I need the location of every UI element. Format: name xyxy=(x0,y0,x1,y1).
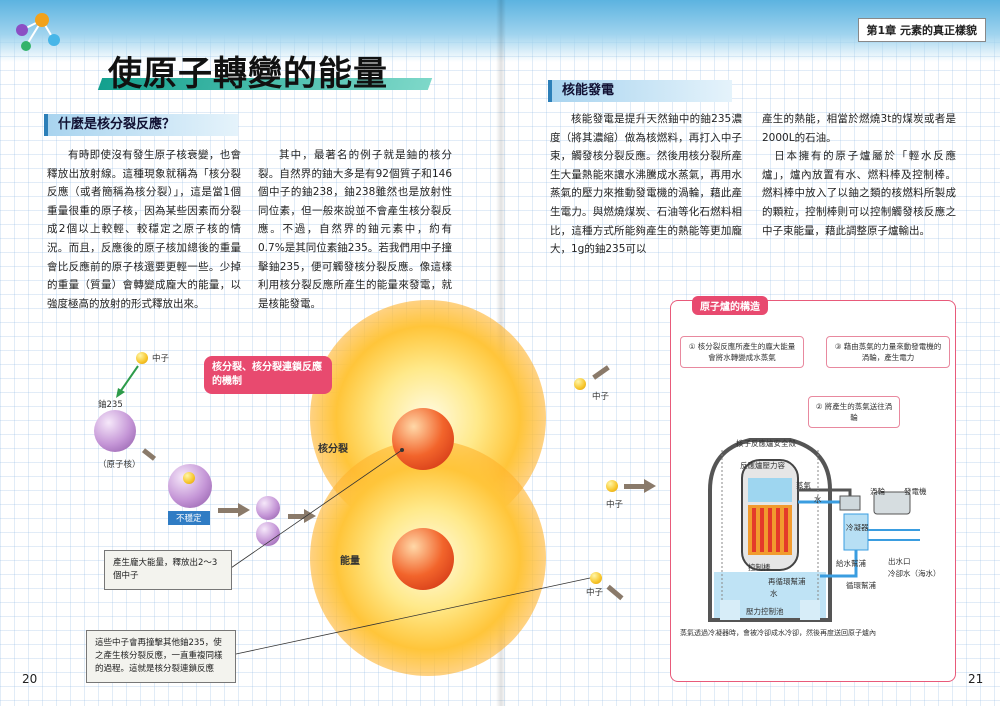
suppression-pool-label: 壓力控制池 xyxy=(746,607,784,616)
right-column-2: 產生的熱能，相當於燃燒3t的煤炭或者是2000L的石油。 日本擁有的原子爐屬於「… xyxy=(762,113,956,237)
emitted-neutron-2 xyxy=(606,480,618,492)
pool-water-label: 水 xyxy=(770,589,778,598)
step-arrow-3-shaft xyxy=(288,514,304,519)
section-heading-fission: 什麼是核分裂反應？ xyxy=(44,114,238,136)
containment-label: 核子反應爐安全殼 xyxy=(736,439,796,448)
unstable-nucleus xyxy=(168,464,212,508)
absorbed-neutron xyxy=(183,472,195,484)
control-rod-label: 控制棒 xyxy=(748,563,771,572)
page-number-right: 21 xyxy=(968,672,984,686)
emitted-neutron-3 xyxy=(590,572,602,584)
reactor-note-1: ① 核分裂反應所產生的龐大能量會將水轉變成水蒸氣 xyxy=(680,336,804,368)
emitted-arrow-2-shaft xyxy=(624,484,644,489)
circ-pump-label: 循環幫浦 xyxy=(846,581,876,590)
split-nucleus-a xyxy=(256,496,280,520)
neutron-label: 中子 xyxy=(152,354,170,364)
chapter-tag: 第1章 元素的真正樣貌 xyxy=(857,18,986,42)
nucleus-label: （原子核） xyxy=(98,460,141,470)
reactor-note-3: ③ 藉由蒸氣的力量來動發電機的渦輪，產生電力 xyxy=(826,336,950,368)
feed-pump-label: 給水幫浦 xyxy=(836,559,866,568)
emitted-neutron-label-1: 中子 xyxy=(592,392,610,402)
unstable-badge: 不穩定 xyxy=(168,511,210,525)
turbine-label: 渦輪 xyxy=(870,487,885,496)
water-label: 水 xyxy=(814,495,822,504)
right-column-1: 核能發電是提升天然鈾中的鈾235濃度（將其濃縮）做為核燃料，再打入中子束，觸發核… xyxy=(550,113,742,256)
steam-label: 蒸氣 xyxy=(796,481,811,490)
emitted-arrow-2-head xyxy=(644,479,656,493)
step-arrow-2-head xyxy=(238,503,250,517)
molecule-icon xyxy=(16,13,60,51)
reactor-note-2: ② 將產生的蒸氣送往渦輪 xyxy=(808,396,900,428)
chain-reaction-title: 核分裂、核分裂連鎖反應的機制 xyxy=(204,356,332,394)
outlet-label: 出水口 xyxy=(888,557,911,566)
page-number-left: 20 xyxy=(22,672,38,686)
fission-fragment-bottom xyxy=(392,528,454,590)
neutron-path-arrow xyxy=(116,365,139,398)
fission-label: 核分裂 xyxy=(318,444,348,455)
emitted-neutron-label-3: 中子 xyxy=(586,588,604,598)
reactor-caption: 蒸氣透過冷凝器時，會被冷卻成水冷卻，然後再度送回原子爐內 xyxy=(680,629,876,637)
emitted-neutron-label-2: 中子 xyxy=(606,500,624,510)
u235-label: 鈾235 xyxy=(98,400,123,410)
energy-label: 能量 xyxy=(340,556,360,567)
reactor-title: 原子爐的構造 xyxy=(692,296,768,315)
left-column-1: 有時即使沒有發生原子核衰變，也會釋放出放射線。這種現象就稱為「核分裂反應（或者簡… xyxy=(47,149,241,310)
recirc-pump-label: 再循環幫浦 xyxy=(768,577,806,586)
seawater-label: 冷卻水（海水） xyxy=(888,569,941,578)
header-band xyxy=(0,0,1000,62)
emitted-neutron-1 xyxy=(574,378,586,390)
left-column-2: 其中，最著名的例子就是鈾的核分裂。自然界的鈾大多是有92個質子和146個中子的鈾… xyxy=(258,149,452,310)
generator-label: 發電機 xyxy=(904,487,927,496)
neutron-incoming xyxy=(136,352,148,364)
energy-release-note: 產生龐大能量，釋放出2〜3個中子 xyxy=(104,550,232,590)
step-arrow-3-head xyxy=(304,509,316,523)
step-arrow-2-shaft xyxy=(218,508,238,513)
chain-reaction-note: 這些中子會再撞擊其他鈾235，使之產生核分裂反應，一直重複同樣的過程。這就是核分… xyxy=(86,630,236,683)
reactor-schematic xyxy=(708,438,920,622)
page-title: 使原子轉變的能量 xyxy=(108,54,388,94)
u235-nucleus xyxy=(94,410,136,452)
vessel-label: 反應爐壓力容 xyxy=(740,461,785,470)
fission-fragment-top xyxy=(392,408,454,470)
condenser-label: 冷凝器 xyxy=(846,523,869,532)
section-heading-nuclear-power: 核能發電 xyxy=(548,80,732,102)
